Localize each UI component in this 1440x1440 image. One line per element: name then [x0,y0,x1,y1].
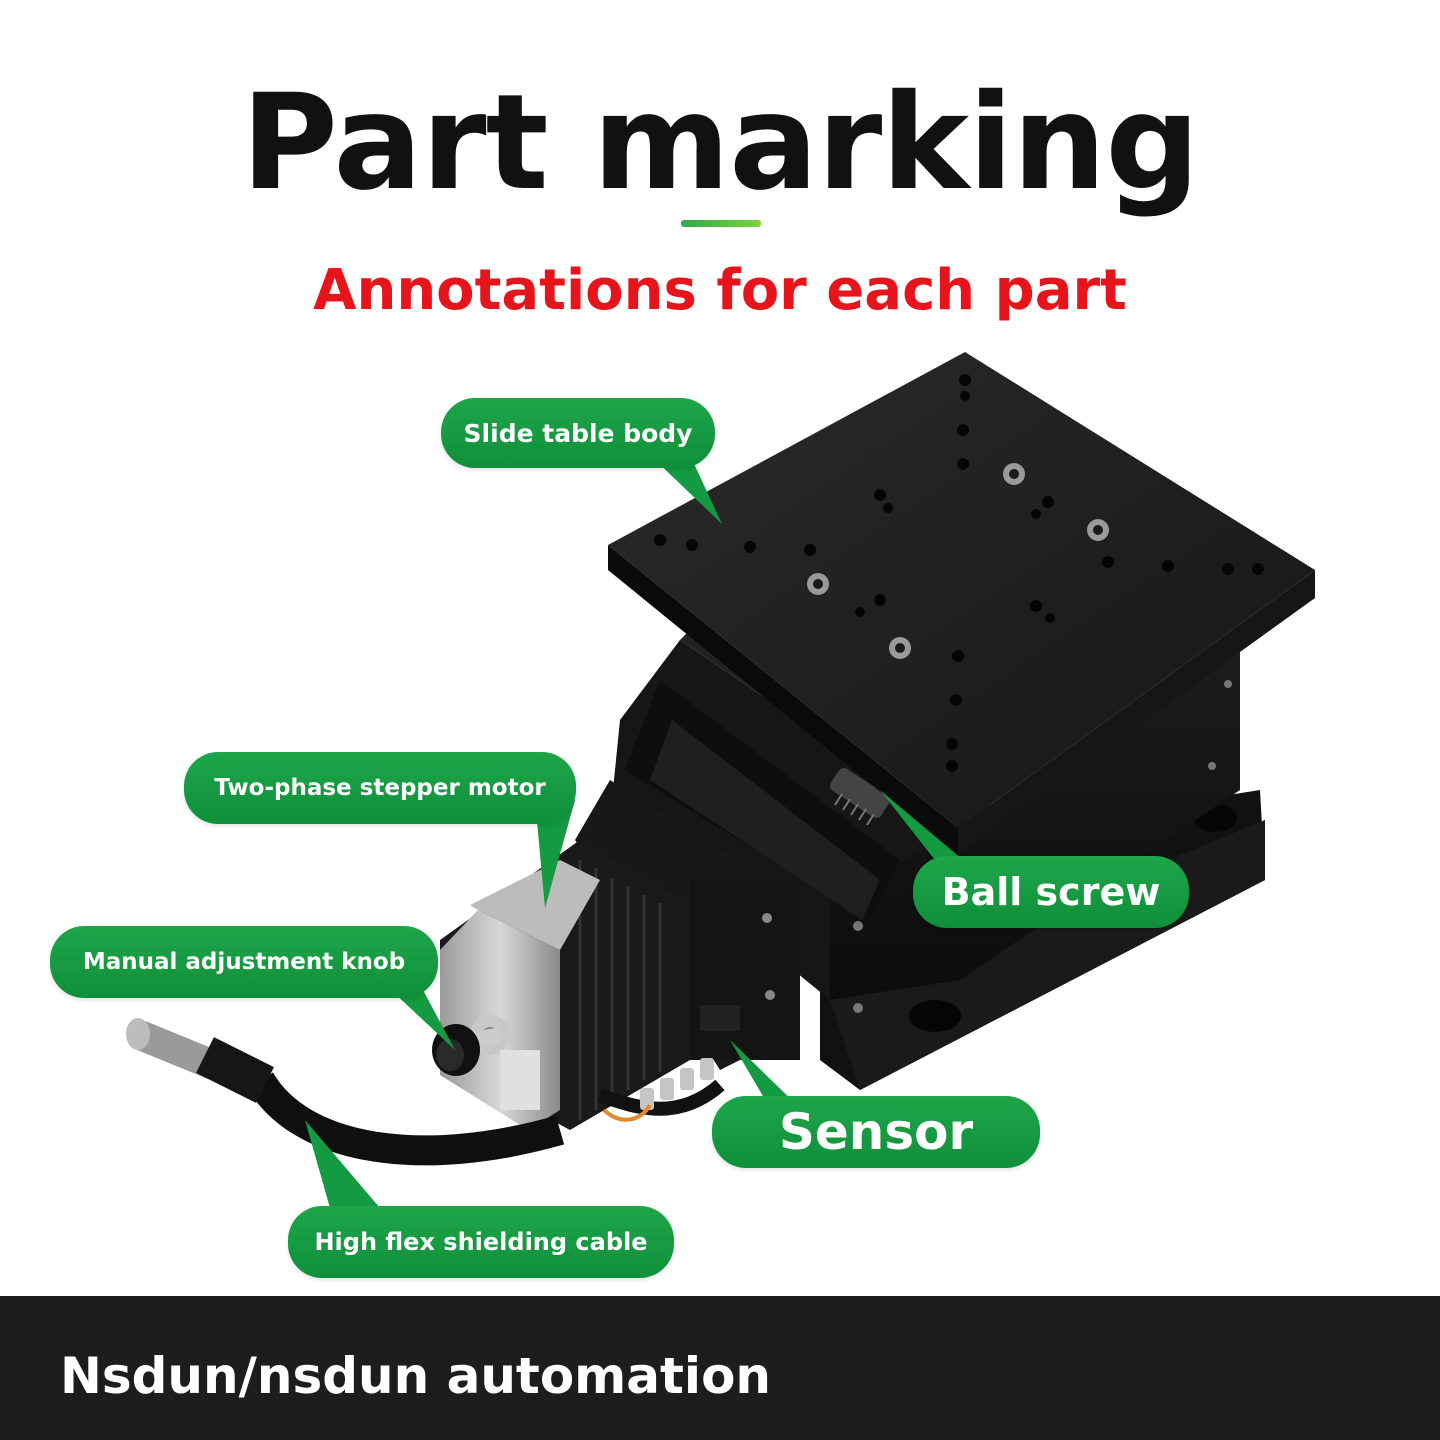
callout-slide-table-body: Slide table body [441,398,715,468]
callout-label: Slide table body [463,418,693,448]
callout-ball-screw: Ball screw [913,856,1189,928]
callout-label: Manual adjustment knob [82,949,406,975]
callout-label: Two-phase stepper motor [214,775,546,801]
page-title: Part marking [241,66,1200,220]
callout-sensor: Sensor [712,1096,1040,1168]
callout-label: Sensor [778,1103,974,1161]
callout-stepper-motor: Two-phase stepper motor [184,752,576,824]
callout-label: High flex shielding cable [314,1228,648,1256]
footer-bar [0,1296,1440,1440]
title-underline [681,220,761,227]
page-subtitle: Annotations for each part [313,258,1127,323]
callout-label: Ball screw [941,870,1161,914]
slide-table-illustration [126,352,1315,1208]
callout-cable: High flex shielding cable [288,1206,674,1278]
brand-name: Nsdun/nsdun automation [60,1347,772,1405]
callout-adjustment-knob: Manual adjustment knob [50,926,438,998]
